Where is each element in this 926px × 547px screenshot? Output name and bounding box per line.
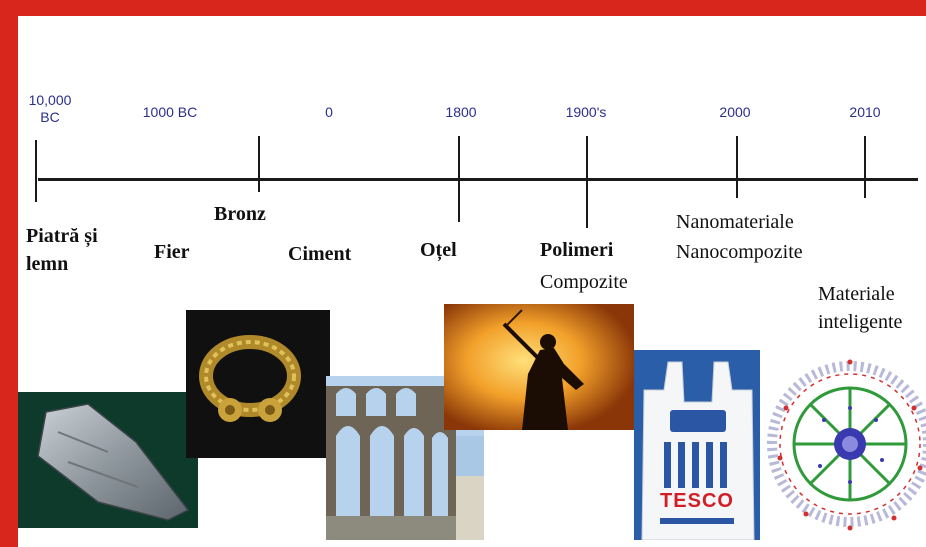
era-smart-line1: Materiale xyxy=(818,283,895,305)
samurai-sword-photo xyxy=(444,304,634,430)
timeline-axis xyxy=(38,178,918,181)
era-polymers: Polimeri xyxy=(540,239,614,261)
stone-tool-photo xyxy=(18,392,198,528)
era-composites: Compozite xyxy=(540,271,628,293)
date-label-1900s: 1900's xyxy=(565,104,607,120)
bag-brand-text: TESCO xyxy=(660,490,734,512)
date-label-10000bc: 10,000 BC xyxy=(28,92,72,125)
era-bronze: Bronz xyxy=(214,203,266,225)
date-label-1800: 1800 xyxy=(445,104,477,120)
tick-1900s xyxy=(586,136,588,228)
era-nanocomposites: Nanocompozite xyxy=(676,241,803,263)
smart-material-diagram xyxy=(766,348,926,544)
date-label-2010: 2010 xyxy=(849,104,881,120)
date-label-0: 0 xyxy=(325,104,333,120)
tick-2010 xyxy=(864,136,866,198)
era-cement: Ciment xyxy=(288,243,352,265)
era-smart-line2: inteligente xyxy=(818,311,903,333)
bronze-torc-photo xyxy=(186,310,330,458)
tick-bronze xyxy=(258,136,260,192)
tick-10000bc xyxy=(35,140,37,202)
timeline-canvas: 10,000 BC 1000 BC 0 1800 1900's 2000 201… xyxy=(18,16,926,547)
era-steel: Oțel xyxy=(420,239,457,261)
date-label-1000bc: 1000 BC xyxy=(142,104,198,120)
date-label-2000: 2000 xyxy=(719,104,751,120)
era-iron: Fier xyxy=(154,241,190,263)
era-stone-wood: Piatră și lemn xyxy=(26,225,98,275)
era-nanomaterials: Nanomateriale xyxy=(676,211,794,233)
tick-1800 xyxy=(458,136,460,222)
plastic-bag-photo: TESCO xyxy=(634,350,760,540)
tick-2000 xyxy=(736,136,738,198)
